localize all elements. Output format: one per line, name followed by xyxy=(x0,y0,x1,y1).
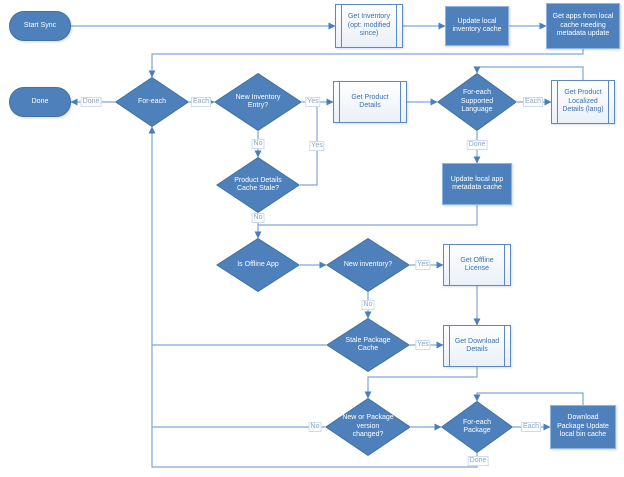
decision-is-offline-app[interactable]: Is Offline App xyxy=(216,238,300,292)
diamond-shape xyxy=(214,73,302,131)
diamond-shape xyxy=(216,238,300,292)
side-bar xyxy=(449,326,450,366)
node-label: For-each Package xyxy=(462,418,491,434)
diamond-shape xyxy=(216,157,300,213)
edge-label-each[interactable]: Each xyxy=(523,97,543,107)
node-label: Stale Package Cache xyxy=(345,336,391,352)
subroutine-get-product-details[interactable]: Get Product Details xyxy=(333,81,407,123)
diamond-shape xyxy=(326,238,410,292)
subroutine-get-product-localized-details[interactable]: Get Product Localized Details (lang) xyxy=(551,80,615,124)
terminator-start-sync[interactable]: Start Sync xyxy=(9,11,71,41)
node-label: New Inventory Entry? xyxy=(235,93,281,109)
process-download-package[interactable]: Download Package Update local bin cache xyxy=(550,405,616,449)
edge-label-each[interactable]: Each xyxy=(521,422,541,432)
node-label: Download Package Update local bin cache xyxy=(557,414,609,439)
side-bar xyxy=(396,5,397,47)
node-label: Is Offline App xyxy=(237,260,279,268)
process-update-local-app-metadata-cache[interactable]: Update local app metadata cache xyxy=(442,163,512,205)
decision-stale-package-cache[interactable]: Stale Package Cache xyxy=(326,318,410,372)
side-bar xyxy=(504,245,505,285)
process-update-local-inventory-cache[interactable]: Update local inventory cache xyxy=(445,6,509,46)
node-label: Update local app metadata cache xyxy=(450,175,504,191)
diamond-shape xyxy=(437,73,517,131)
node-label: Start Sync xyxy=(23,21,57,29)
subroutine-get-download-details[interactable]: Get Download Details xyxy=(443,325,511,367)
side-bar xyxy=(504,326,505,366)
edge-label-no[interactable]: No xyxy=(251,139,265,149)
node-label: Get Offline License xyxy=(460,256,494,272)
node-label: New or Package version changed? xyxy=(342,414,394,439)
side-bar xyxy=(400,82,401,122)
decision-product-details-cache-stale[interactable]: Product Details Cache Stale? xyxy=(216,157,300,213)
edge-label-yes[interactable]: Yes xyxy=(415,260,431,270)
connector-download-package-loop-back xyxy=(473,392,584,405)
node-label: For-each xyxy=(137,97,166,105)
edge-label-yes[interactable]: Yes xyxy=(305,97,321,107)
diamond-shape xyxy=(441,401,513,453)
edge-label-no[interactable]: No xyxy=(361,300,375,310)
diamond-shape xyxy=(326,318,410,372)
node-label: Get Product Localized Details (lang) xyxy=(562,89,604,114)
decision-new-inventory[interactable]: New inventory? xyxy=(326,238,410,292)
diamond-shape xyxy=(325,398,411,456)
decision-for-each-package[interactable]: For-each Package xyxy=(441,401,513,453)
node-label: For-each Supported Language xyxy=(460,89,494,114)
edge-label-no[interactable]: No xyxy=(251,213,265,223)
edge-label-each[interactable]: Each xyxy=(191,97,211,107)
node-label: Get Inventory (opt: modified since) xyxy=(347,13,391,38)
side-bar xyxy=(449,245,450,285)
node-label: New inventory? xyxy=(343,260,393,268)
side-bar xyxy=(339,82,340,122)
node-label: Product Details Cache Stale? xyxy=(234,176,282,192)
edge-label-no[interactable]: No xyxy=(308,422,322,432)
edge-label-done[interactable]: Done xyxy=(466,140,488,150)
decision-new-or-package-version-changed[interactable]: New or Package version changed? xyxy=(325,398,411,456)
node-label: Done xyxy=(31,97,49,105)
node-label: Get apps from local cache needing metada… xyxy=(552,13,614,38)
edge-label-done[interactable]: Done xyxy=(80,97,102,107)
edge-label-yes[interactable]: Yes xyxy=(309,141,325,151)
decision-for-each[interactable]: For-each xyxy=(115,77,189,127)
terminator-done[interactable]: Done xyxy=(9,87,71,117)
connector-update-app-meta-to-is-offline xyxy=(258,205,478,226)
side-bar xyxy=(608,81,609,123)
subroutine-get-offline-license[interactable]: Get Offline License xyxy=(443,244,511,286)
side-bar xyxy=(557,81,558,123)
connector-cache-stale-to-get-product-details xyxy=(300,102,318,186)
node-label: Get Product Details xyxy=(351,93,389,109)
connector-localized-details-loop-back xyxy=(473,66,584,80)
subroutine-get-inventory[interactable]: Get Inventory (opt: modified since) xyxy=(335,4,403,48)
node-label: Update local inventory cache xyxy=(452,17,502,33)
edge-label-yes[interactable]: Yes xyxy=(415,340,431,350)
connector-for-each-package-done-feedback xyxy=(148,126,478,468)
process-get-apps-needing-update[interactable]: Get apps from local cache needing metada… xyxy=(546,3,620,49)
decision-new-inventory-entry[interactable]: New Inventory Entry? xyxy=(214,73,302,131)
node-label: Get Download Details xyxy=(454,337,500,353)
connector-download-details-to-version-changed xyxy=(364,367,478,399)
decision-for-each-supported-language[interactable]: For-each Supported Language xyxy=(437,73,517,131)
edge-label-done[interactable]: Done xyxy=(467,456,489,466)
connector-get-apps-to-for-each xyxy=(148,49,584,78)
side-bar xyxy=(341,5,342,47)
